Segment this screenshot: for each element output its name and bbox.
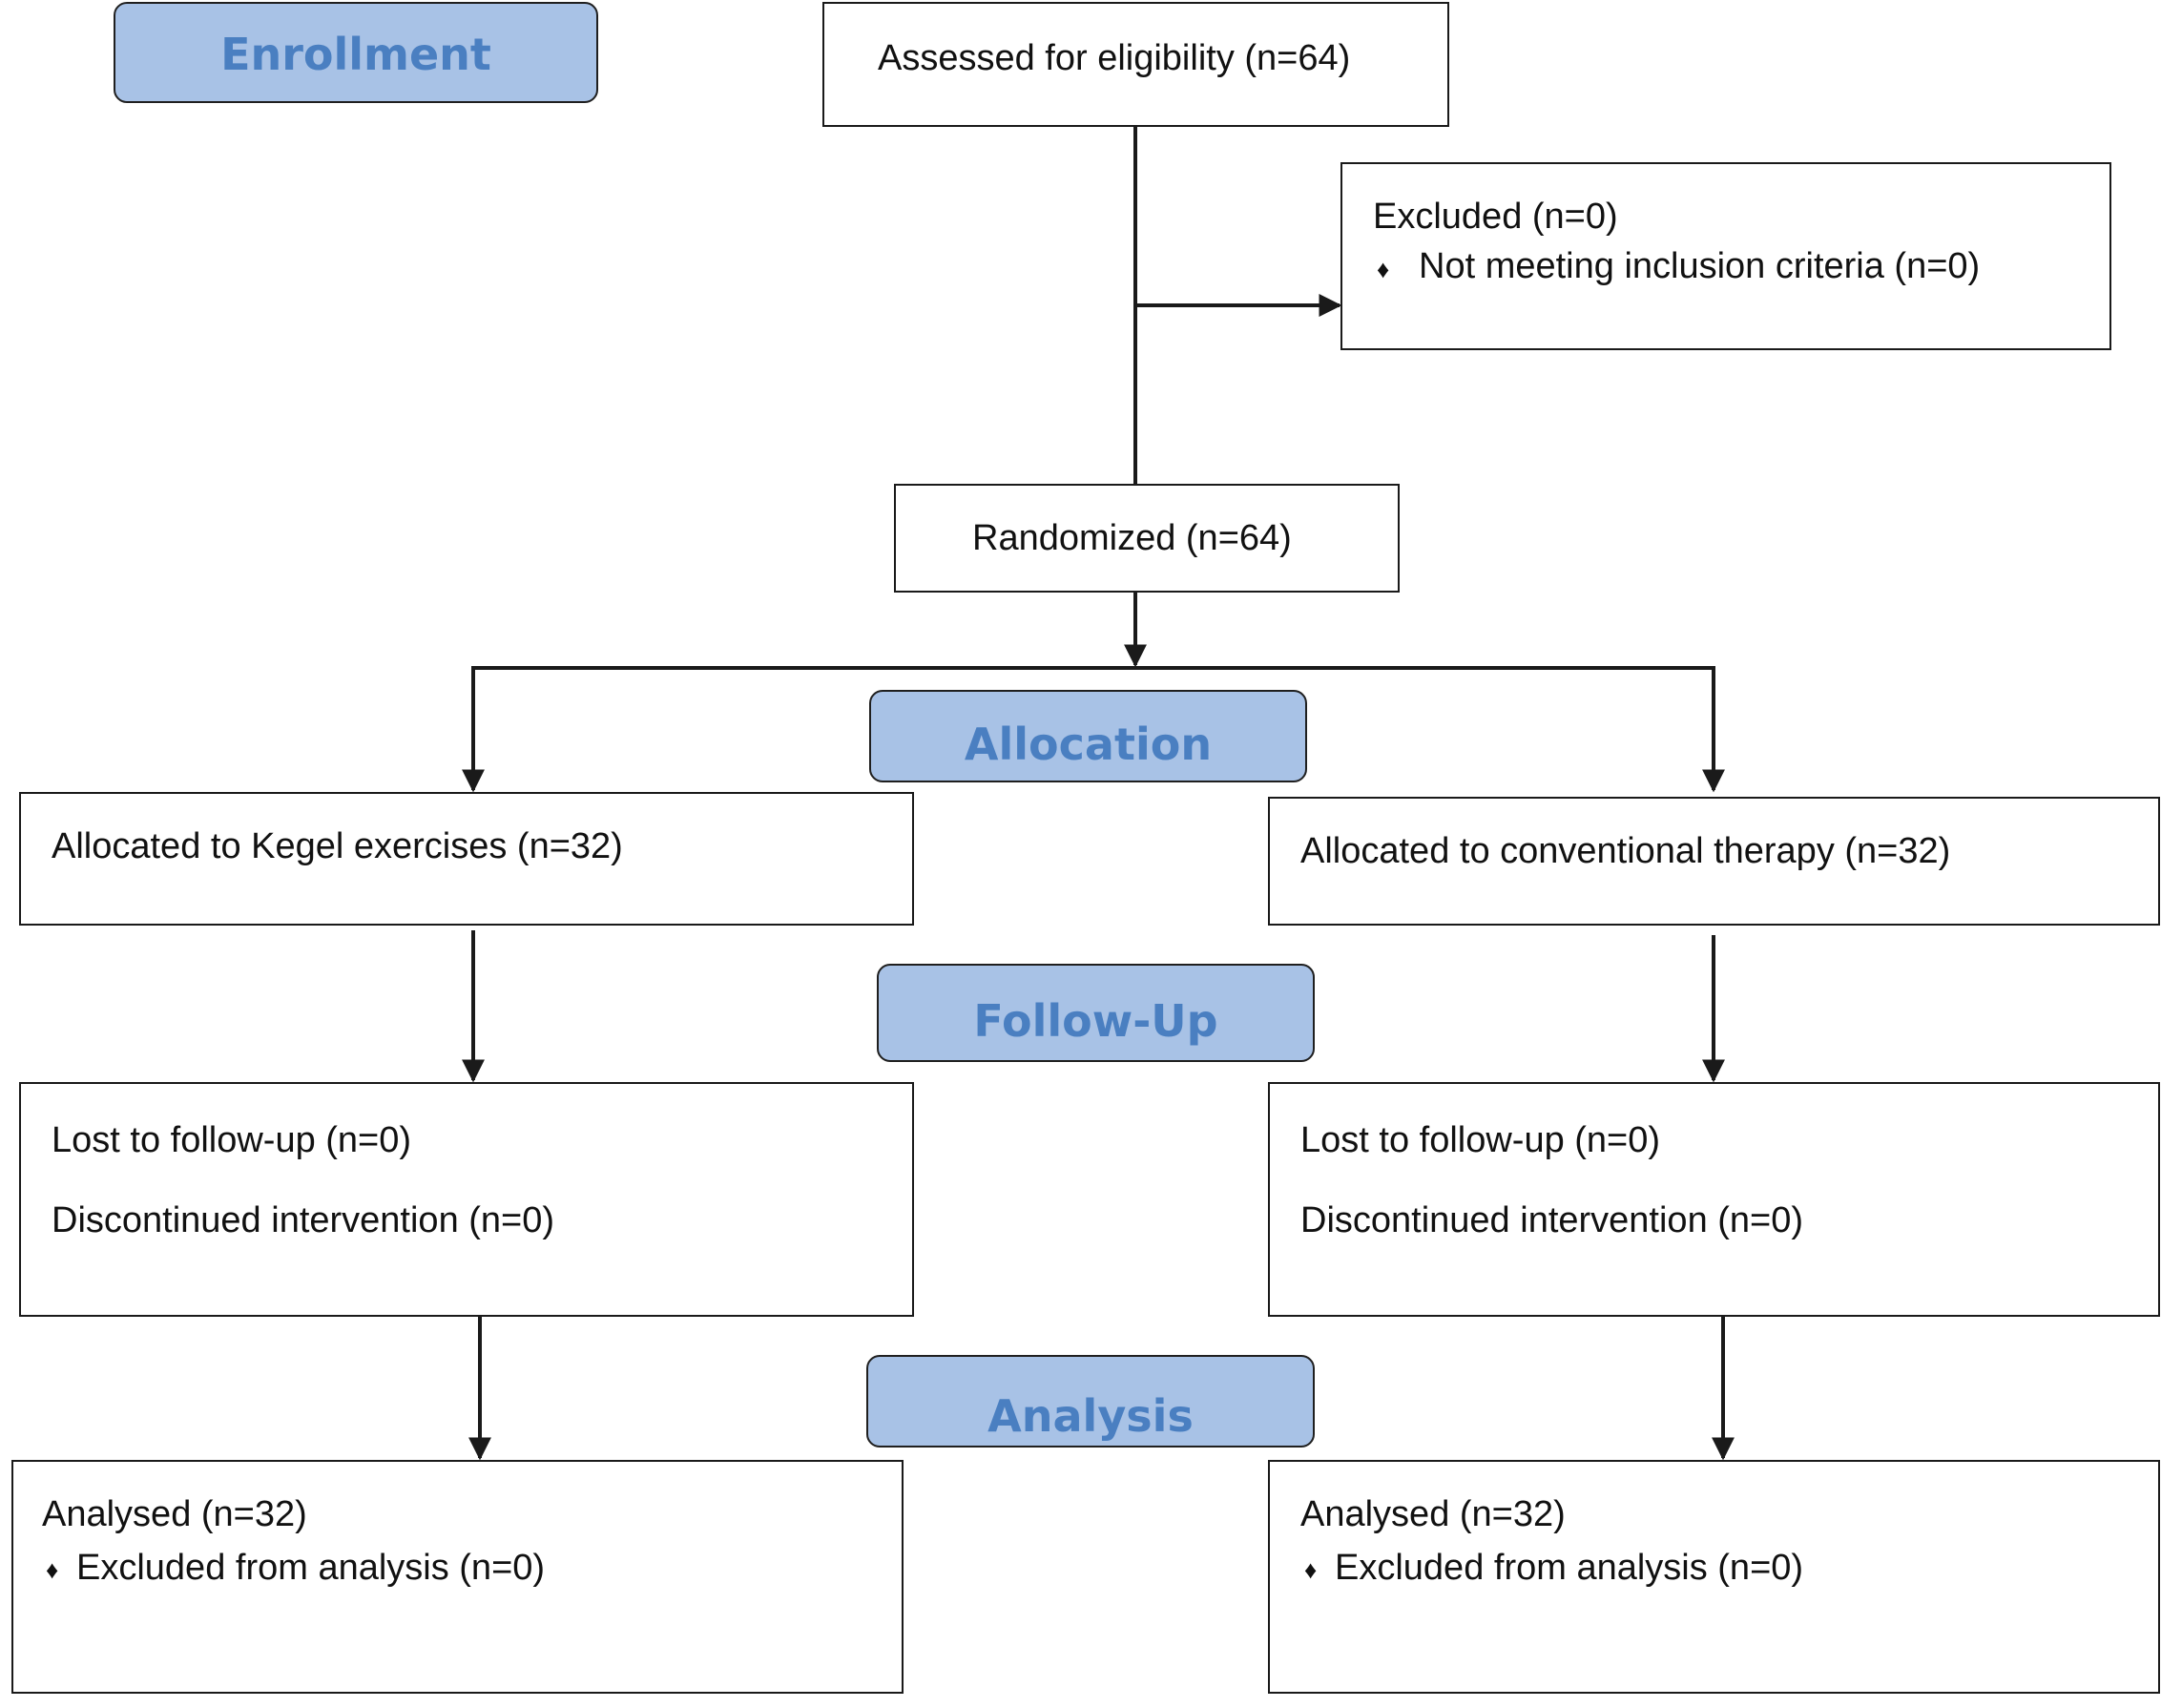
assessed-box: Assessed for eligibility (n=64) [822, 2, 1449, 127]
right-analysis-box: Analysed (n=32) ♦ Excluded from analysis… [1268, 1460, 2160, 1694]
stage-follow-up-label: Follow-Up [973, 995, 1218, 1047]
bullet-diamond-icon: ♦ [46, 1555, 59, 1584]
excluded-title: Excluded (n=0) [1373, 197, 1618, 237]
assessed-text: Assessed for eligibility (n=64) [878, 38, 1351, 78]
left-analysis-box: Analysed (n=32) ♦ Excluded from analysis… [11, 1460, 904, 1694]
right-excluded-analysis-text: Excluded from analysis (n=0) [1335, 1548, 1804, 1588]
bullet-diamond-icon: ♦ [1377, 255, 1390, 283]
left-allocated-box: Allocated to Kegel exercises (n=32) [19, 792, 914, 926]
left-discontinued-text: Discontinued intervention (n=0) [52, 1200, 555, 1240]
stage-enrollment-label: Enrollment [220, 29, 491, 80]
stage-analysis-label: Analysis [987, 1390, 1194, 1442]
left-excluded-analysis-text: Excluded from analysis (n=0) [76, 1548, 546, 1588]
left-analysed-text: Analysed (n=32) [42, 1494, 307, 1534]
right-allocated-box: Allocated to conventional therapy (n=32) [1268, 797, 2160, 926]
left-followup-box: Lost to follow-up (n=0) Discontinued int… [19, 1082, 914, 1317]
stage-allocation: Allocation [869, 690, 1307, 782]
excluded-reason: Not meeting inclusion criteria (n=0) [1419, 246, 1981, 286]
randomized-box: Randomized (n=64) [894, 484, 1400, 593]
right-allocated-text: Allocated to conventional therapy (n=32) [1300, 831, 1951, 871]
connector-allocation-split [471, 666, 1715, 790]
right-analysed-text: Analysed (n=32) [1300, 1494, 1566, 1534]
left-lost-text: Lost to follow-up (n=0) [52, 1120, 412, 1160]
right-followup-box: Lost to follow-up (n=0) Discontinued int… [1268, 1082, 2160, 1317]
randomized-text: Randomized (n=64) [972, 518, 1292, 558]
right-lost-text: Lost to follow-up (n=0) [1300, 1120, 1661, 1160]
excluded-box: Excluded (n=0) ♦ Not meeting inclusion c… [1340, 162, 2111, 350]
left-allocated-text: Allocated to Kegel exercises (n=32) [52, 826, 623, 866]
bullet-diamond-icon: ♦ [1304, 1555, 1318, 1584]
stage-enrollment: Enrollment [114, 2, 598, 103]
stage-follow-up: Follow-Up [877, 964, 1315, 1062]
stage-analysis: Analysis [866, 1355, 1315, 1448]
stage-allocation-label: Allocation [964, 719, 1213, 770]
right-discontinued-text: Discontinued intervention (n=0) [1300, 1200, 1804, 1240]
